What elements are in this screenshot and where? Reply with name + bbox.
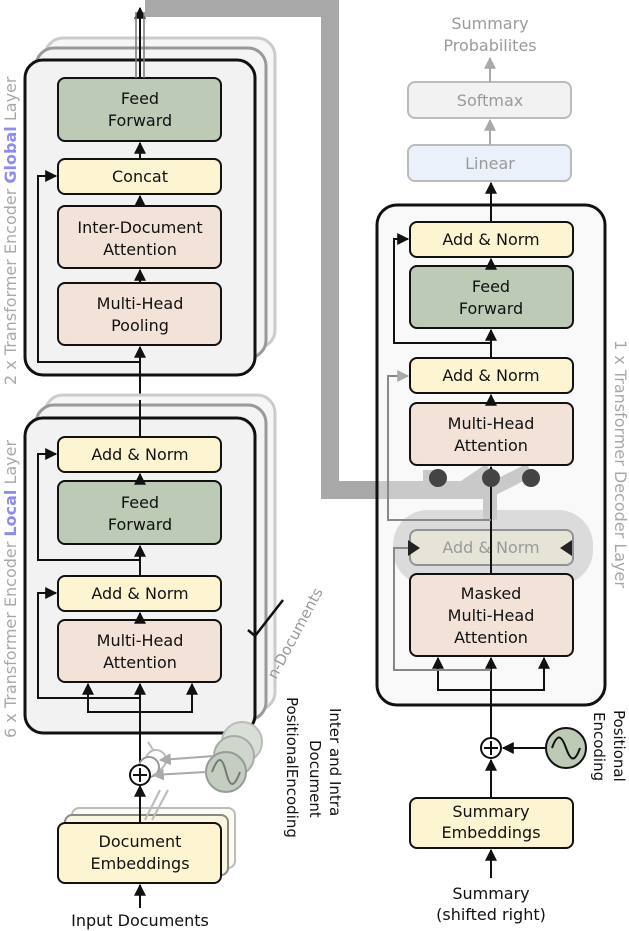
encoder-positional-label-3: PositionalEncoding bbox=[283, 697, 301, 838]
decoder-add-norm-mid-label: Add & Norm bbox=[442, 366, 539, 385]
encoder-positional-arrows bbox=[151, 753, 215, 781]
encoder-positional-label-1: Inter and Intra bbox=[326, 708, 344, 816]
decoder-feed-forward-label-1: Feed bbox=[472, 277, 510, 296]
global-encoder-arrows bbox=[37, 6, 146, 400]
pooling-label-2: Pooling bbox=[111, 316, 169, 335]
global-feed-forward-label-1: Feed bbox=[121, 89, 159, 108]
decoder-arrows bbox=[393, 181, 550, 878]
masked-label-1: Masked bbox=[461, 584, 522, 603]
inter-document-label-2: Attention bbox=[103, 240, 177, 259]
global-feed-forward-box[interactable] bbox=[57, 77, 222, 142]
decoder-residual-gray bbox=[387, 370, 491, 521]
decoder-cross-attention-taps bbox=[408, 469, 572, 556]
summary-embeddings-label-1: Summary bbox=[452, 802, 529, 821]
global-encoder-side-label: 2 x Transformer Encoder Global Layer bbox=[1, 76, 20, 385]
masked-label-3: Attention bbox=[454, 628, 528, 647]
local-add-norm-bottom-label: Add & Norm bbox=[91, 584, 188, 603]
global-concat-label: Concat bbox=[112, 167, 168, 186]
encoder-positional-label-2: Document bbox=[306, 740, 324, 818]
decoder-positional-label-1: Positional bbox=[610, 710, 628, 782]
local-encoder-side-label: 6 x Transformer Encoder Local Layer bbox=[1, 440, 20, 738]
masked-label-2: Multi-Head bbox=[448, 606, 535, 625]
softmax-label: Softmax bbox=[457, 91, 523, 110]
document-embeddings-label-1: Document bbox=[99, 832, 182, 851]
decoder-mha-label-1: Multi-Head bbox=[448, 414, 535, 433]
local-mha-label-2: Attention bbox=[103, 653, 177, 672]
local-add-norm-top-label: Add & Norm bbox=[91, 445, 188, 464]
decoder-positional-encoding-icon bbox=[545, 727, 587, 769]
input-documents-label: Input Documents bbox=[71, 911, 209, 930]
summary-probabilities-label-2: Probabilites bbox=[443, 36, 536, 55]
document-embeddings-label-2: Embeddings bbox=[90, 854, 189, 873]
encoder-add-circle bbox=[129, 764, 151, 786]
local-feed-forward-label-1: Feed bbox=[121, 493, 159, 512]
summary-embeddings-box[interactable] bbox=[409, 797, 574, 849]
decoder-feed-forward-box[interactable] bbox=[409, 265, 574, 329]
n-documents-bracket bbox=[247, 599, 284, 638]
inter-document-label-1: Inter-Document bbox=[77, 218, 202, 237]
decoder-feed-forward-label-2: Forward bbox=[459, 299, 523, 318]
encoder-decoder-connection bbox=[145, 0, 593, 585]
summary-input-label-1: Summary bbox=[452, 884, 529, 903]
pooling-label-1: Multi-Head bbox=[97, 294, 184, 313]
local-feed-forward-label-2: Forward bbox=[108, 515, 172, 534]
local-encoder-arrows bbox=[37, 400, 198, 762]
decoder-positional-label-2: Encoding bbox=[590, 712, 608, 781]
local-feed-forward-box[interactable] bbox=[57, 480, 222, 545]
linear-label: Linear bbox=[465, 154, 515, 173]
summary-embeddings-label-2: Embeddings bbox=[441, 823, 540, 842]
local-mha-label-1: Multi-Head bbox=[97, 631, 184, 650]
local-multi-head-attention-box[interactable] bbox=[57, 619, 222, 683]
multi-head-pooling-box[interactable] bbox=[57, 282, 222, 346]
global-feed-forward-label-2: Forward bbox=[108, 111, 172, 130]
decoder-add-circle bbox=[480, 737, 502, 759]
decoder-add-norm-top-label: Add & Norm bbox=[442, 230, 539, 249]
decoder-mha-label-2: Attention bbox=[454, 436, 528, 455]
decoder-multi-head-attention-box[interactable] bbox=[409, 402, 574, 466]
decoder-side-label: 1 x Transformer Decoder Layer bbox=[611, 340, 629, 588]
summary-input-label-2: (shifted right) bbox=[436, 905, 546, 924]
summary-probabilities-label-1: Summary bbox=[451, 14, 528, 33]
